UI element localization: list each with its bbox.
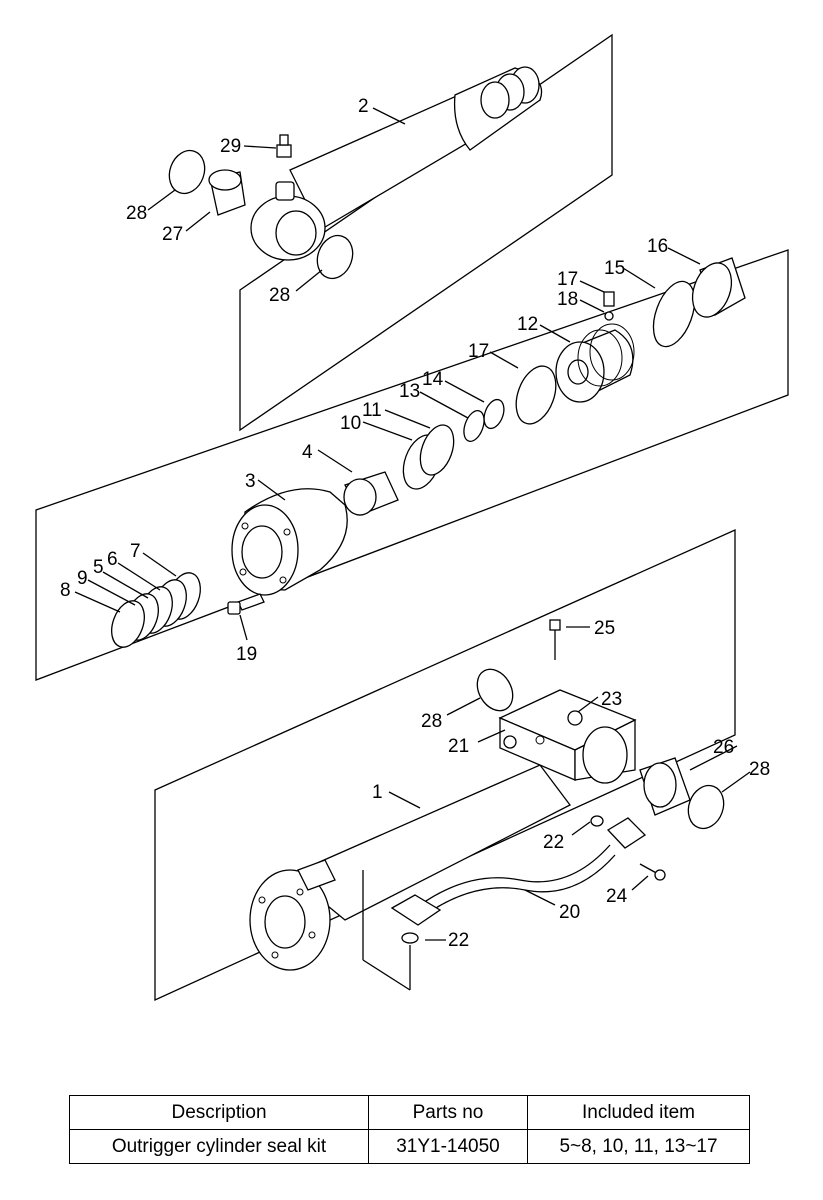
grease-nipple-part (276, 134, 292, 158)
cylinder-tube-part (249, 764, 571, 971)
header-included-item: Included item (527, 1095, 750, 1130)
oring-28-port (476, 668, 514, 712)
callout-5: 5 (93, 557, 104, 578)
callout-2: 2 (358, 96, 369, 117)
table-header-row: Description Parts no Included item (69, 1095, 750, 1130)
callout-11: 11 (362, 400, 382, 421)
head-group-frame (35, 249, 789, 681)
callout-labels: 1 2 3 4 5 6 7 8 9 10 11 12 13 14 15 16 1… (60, 96, 770, 951)
callout-17-top: 17 (557, 269, 578, 290)
seal-part-8 (111, 600, 145, 648)
piston-rod-part (250, 66, 543, 261)
callout-6: 6 (107, 549, 118, 570)
oring-part-22-lower (401, 932, 419, 944)
callout-18: 18 (557, 289, 578, 310)
callout-16: 16 (647, 236, 668, 257)
table-row: Outrigger cylinder seal kit 31Y1-14050 5… (69, 1129, 750, 1164)
callout-15: 15 (604, 258, 625, 279)
cell-included-item: 5~8, 10, 11, 13~17 (527, 1129, 750, 1164)
callout-12: 12 (517, 314, 538, 335)
tube-group-frame (154, 528, 736, 1002)
bolt-part-24 (639, 863, 666, 881)
backup-ring-part-11 (419, 424, 455, 476)
callout-22-upper: 22 (543, 832, 564, 853)
bushing-part-27 (208, 169, 246, 216)
callout-28-port: 28 (421, 711, 442, 732)
callout-13: 13 (399, 381, 420, 402)
backup-ring-part-14 (483, 398, 505, 430)
seal-ring-28-tube (687, 784, 725, 830)
header-description: Description (69, 1095, 369, 1130)
seal-ring-28-top (168, 149, 206, 195)
callout-19: 19 (236, 644, 257, 665)
port-block-part-21 (498, 689, 637, 784)
callout-26: 26 (713, 737, 734, 758)
bushing-part-26 (639, 757, 691, 816)
seal-ring-28-rod (316, 234, 354, 280)
callout-25: 25 (594, 618, 615, 639)
ring-part-16 (691, 257, 746, 318)
bolt-part-19 (227, 593, 265, 615)
cell-parts-no: 31Y1-14050 (368, 1129, 528, 1164)
callout-10: 10 (340, 413, 361, 434)
oring-part-13 (463, 410, 485, 442)
seal-kit-table: Description Parts no Included item Outri… (69, 1095, 750, 1164)
callout-28-tube: 28 (749, 759, 770, 780)
rod-cover-part (231, 488, 348, 596)
bolt-part-25 (549, 619, 561, 660)
callout-20: 20 (559, 902, 580, 923)
callout-22-lower: 22 (448, 930, 469, 951)
oring-part-22-upper (590, 815, 604, 827)
callout-8: 8 (60, 580, 71, 601)
callout-17-mid: 17 (468, 341, 489, 362)
header-parts-no: Parts no (368, 1095, 528, 1130)
bushing-part-4 (343, 471, 399, 516)
callout-24: 24 (606, 886, 628, 907)
callout-1: 1 (372, 782, 383, 803)
ball-part-18 (604, 311, 614, 321)
callout-3: 3 (245, 471, 256, 492)
exploded-parts-diagram: 1 2 3 4 5 6 7 8 9 10 11 12 13 14 15 16 1… (35, 33, 789, 1002)
leader-lines (74, 107, 751, 991)
callout-28-rod: 28 (269, 285, 290, 306)
wear-ring-part-15 (652, 280, 696, 348)
callout-9: 9 (77, 568, 88, 589)
callout-28-top: 28 (126, 203, 147, 224)
callout-14: 14 (422, 369, 444, 390)
set-screw-part-17 (603, 291, 615, 307)
cell-description: Outrigger cylinder seal kit (69, 1129, 369, 1164)
piston-part-12 (555, 323, 635, 403)
callout-7: 7 (130, 541, 141, 562)
callout-23: 23 (601, 689, 622, 710)
callout-29: 29 (220, 136, 241, 157)
callout-27: 27 (162, 224, 183, 245)
callout-21: 21 (448, 736, 469, 757)
callout-4: 4 (302, 442, 313, 463)
seal-part-17 (515, 365, 557, 425)
